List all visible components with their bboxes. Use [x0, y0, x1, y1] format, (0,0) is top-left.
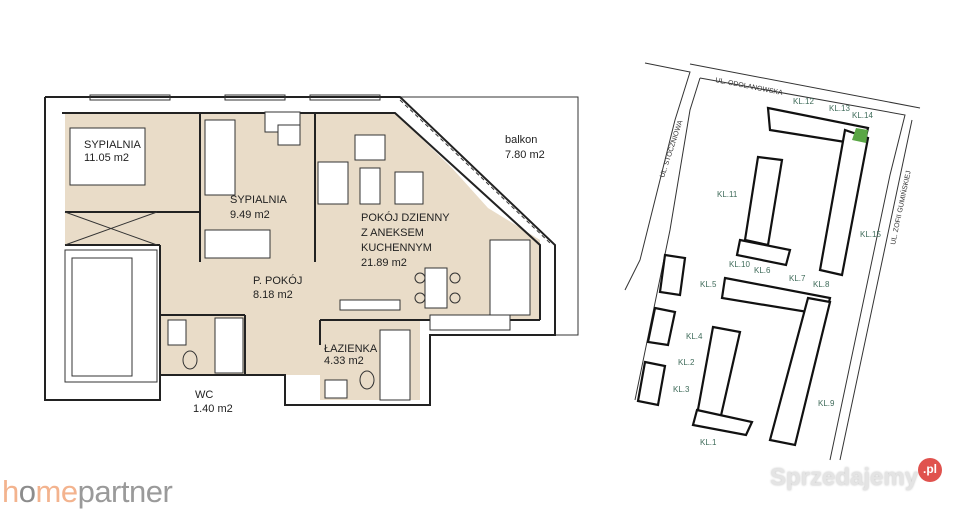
room-area: 21.89 m2	[361, 257, 407, 269]
street-line	[699, 77, 906, 461]
inner-wall	[62, 112, 541, 320]
stairwell-label: KL.8	[813, 280, 830, 289]
buildings	[636, 106, 870, 447]
room-label: Z ANEKSEM	[361, 227, 424, 239]
furniture	[69, 111, 531, 401]
stairwell-label: KL.13	[829, 104, 850, 113]
stairwell-label: KL.1	[700, 438, 717, 447]
windows	[89, 94, 551, 244]
stairwell-label: KL.12	[793, 97, 814, 106]
street-line	[689, 63, 921, 109]
room-label: P. POKÓJ	[253, 274, 302, 287]
stairwell-label: KL.10	[729, 260, 750, 269]
room-label: WC	[195, 389, 213, 401]
stairwell-label: KL.5	[700, 280, 717, 289]
street-label: UL. STOCZNIOWA	[659, 119, 684, 178]
room-label: SYPIALNIA	[84, 139, 142, 151]
stairwell-label: KL.6	[754, 266, 771, 275]
stairwell-label: KL.9	[818, 399, 835, 408]
room-label: SYPIALNIA	[230, 194, 288, 206]
street-line	[839, 119, 913, 461]
street-label: UL. ZOFII GUMIŃSKIEJ	[888, 170, 912, 246]
highlighted-apartment	[852, 128, 868, 143]
stairwell-label: KL.11	[717, 190, 738, 199]
room-area: 4.33 m2	[324, 355, 364, 367]
stairwell-label: KL.14	[852, 111, 873, 120]
sprzedajemy-watermark: Sprzedajemy	[770, 464, 919, 491]
stair-block	[64, 211, 158, 383]
street-line	[624, 62, 691, 291]
outer-wall	[44, 96, 556, 406]
room-area: 11.05 m2	[84, 152, 129, 164]
stairwell-label: KL.2	[678, 358, 695, 367]
room-label: balkon	[505, 134, 537, 146]
stairwell-label: KL.3	[673, 385, 690, 394]
room-area: 7.80 m2	[505, 149, 545, 161]
room-area: 9.49 m2	[230, 209, 270, 221]
site-plan: UL. ODOLANOWSKA UL. STOCZNIOWA UL. ZOFII…	[624, 62, 921, 461]
stairwell-label: KL.7	[789, 274, 806, 283]
homepartner-logo: homepartner	[2, 474, 173, 509]
watermark-badge: .pl	[918, 458, 942, 482]
room-label: KUCHENNYM	[361, 242, 432, 254]
stairwell-labels: KL.1 KL.2 KL.3 KL.4 KL.5 KL.6 KL.7 KL.8 …	[673, 97, 881, 447]
stairwell-label: KL.15	[860, 230, 881, 239]
room-label: ŁAZIENKA	[324, 343, 378, 355]
room-label: POKÓJ DZIENNY	[361, 211, 450, 224]
room-area: 8.18 m2	[253, 289, 293, 301]
room-area: 1.40 m2	[193, 403, 233, 415]
stairwell-label: KL.4	[686, 332, 703, 341]
